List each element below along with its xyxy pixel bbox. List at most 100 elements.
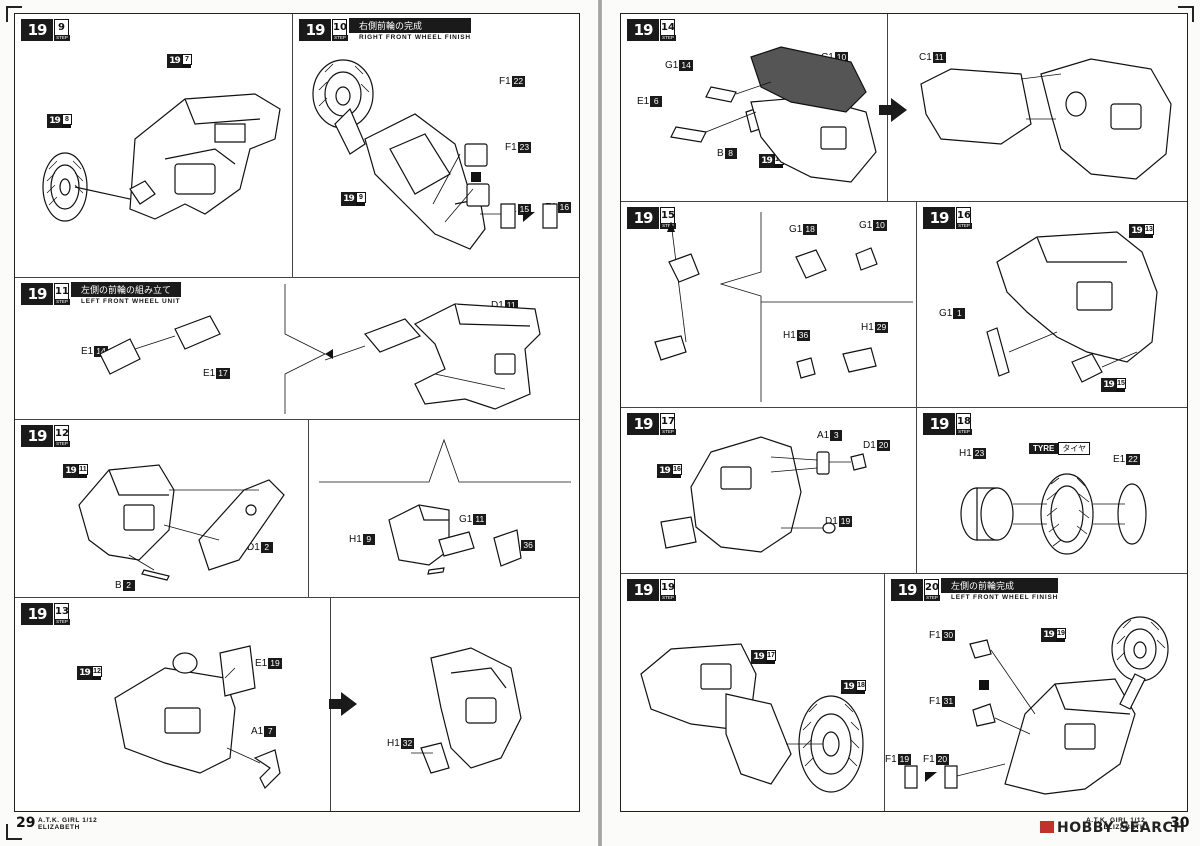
step-main-number: 19: [923, 413, 955, 435]
footer-line: A.T.K. GIRL 1/12: [38, 817, 98, 824]
ref-badge: 19 13: [1129, 224, 1154, 242]
ref-tag: [774, 164, 783, 168]
ref-tag: [182, 64, 191, 68]
tyre-assembly-illustration: [947, 464, 1177, 564]
part-prefix: F1: [929, 630, 941, 641]
cover-result-illustration: [911, 44, 1181, 194]
ref-badge: 19 16: [657, 464, 682, 482]
part-number: 2: [260, 542, 273, 553]
part-prefix: E1: [255, 658, 268, 669]
part-number: 31: [941, 696, 956, 707]
step-badge: 19 13 STEP: [21, 603, 70, 625]
ref-badge: 19 19: [1041, 628, 1066, 646]
step-badge: 19 11 STEP: [21, 283, 70, 305]
step-tag: STEP: [660, 429, 676, 435]
step-19-19: 19 19 STEP 19 17 19 18: [621, 574, 885, 811]
step-title-jp: 右側前輪の完成: [349, 18, 471, 33]
ref-tag: [62, 124, 71, 128]
step-title-jp: 左側の前輪の組み立て: [71, 282, 182, 297]
part-prefix: G1: [939, 308, 953, 319]
step-badge: 19 14 STEP: [627, 19, 676, 41]
part-number: 11: [504, 300, 518, 311]
step-tag: STEP: [332, 35, 348, 41]
step-tag: STEP: [660, 223, 676, 229]
step-main-number: 19: [627, 413, 659, 435]
part-prefix: G1: [789, 224, 803, 235]
ref-tag: [1056, 638, 1065, 642]
step-sub-number: 11: [54, 283, 69, 300]
step-tag: STEP: [660, 595, 676, 601]
part-number: 20: [876, 440, 891, 451]
part-number: 7: [264, 726, 277, 737]
frame-assembly-illustration: [69, 450, 299, 585]
part-prefix: E1: [203, 368, 216, 379]
step-19-10: 19 10 STEP 右側前輪の完成 RIGHT FRONT WHEEL FIN…: [293, 14, 579, 278]
left-wheel-unit-illustration: [75, 294, 575, 416]
next-step-arrow: [879, 98, 907, 122]
watermark-logo-icon: [1040, 821, 1054, 833]
step-main-number: 19: [627, 579, 659, 601]
ref-tag: [78, 474, 87, 478]
joint-parts-illustration: [621, 202, 917, 408]
part-number: 20: [935, 754, 950, 765]
step-main-number: 19: [21, 603, 53, 625]
ref-main: 19: [1041, 628, 1056, 642]
step-main-number: 19: [627, 207, 659, 229]
step-tag: STEP: [956, 223, 972, 229]
step-badge: 19 18 STEP: [923, 413, 972, 435]
step-19-9: 19 9 STEP 19 7 19 8: [15, 14, 293, 278]
ref-main: 19: [167, 54, 182, 68]
ref-main: 19: [341, 192, 356, 206]
tyre-label-en: TYRE: [1029, 443, 1059, 454]
step-tag: STEP: [54, 35, 70, 41]
part-prefix: H1: [349, 534, 362, 545]
pin-insert-illustration: [651, 432, 891, 567]
part-prefix: F1: [923, 754, 935, 765]
step-badge: 19 16 STEP: [923, 207, 972, 229]
ref-badge: 19 8: [47, 114, 72, 132]
step-sub-number: 19: [660, 579, 675, 596]
part-prefix: F1: [505, 142, 517, 153]
step-title-en: LEFT FRONT WHEEL UNIT: [81, 298, 181, 305]
ref-tag: [856, 690, 865, 694]
part-prefix: G1: [665, 60, 679, 71]
wheel-mount-illustration: [631, 634, 881, 804]
part-number: 1: [953, 308, 966, 319]
step-sub-number: 20: [924, 579, 939, 596]
part-prefix: H1: [959, 448, 972, 459]
arm-assembly-illustration: [105, 638, 325, 803]
crop-mark: [6, 824, 22, 840]
step-title: 左側の前輪完成 LEFT FRONT WHEEL FINISH: [941, 578, 1059, 601]
step-sub-number: 12: [54, 425, 69, 442]
step-sub-number: 9: [54, 19, 69, 36]
part-number: 19: [838, 516, 853, 527]
part-number: 10: [834, 52, 849, 63]
step-19-20: 19 20 STEP 左側の前輪完成 LEFT FRONT WHEEL FINI…: [885, 574, 1187, 811]
part-prefix: E1: [1113, 454, 1126, 465]
part-number: 18: [803, 224, 817, 235]
ref-main: 19: [77, 666, 92, 680]
part-number: 17: [216, 368, 230, 379]
instruction-frame: 19 9 STEP 19 7 19 8: [14, 13, 580, 812]
part-number: 16: [557, 202, 572, 213]
